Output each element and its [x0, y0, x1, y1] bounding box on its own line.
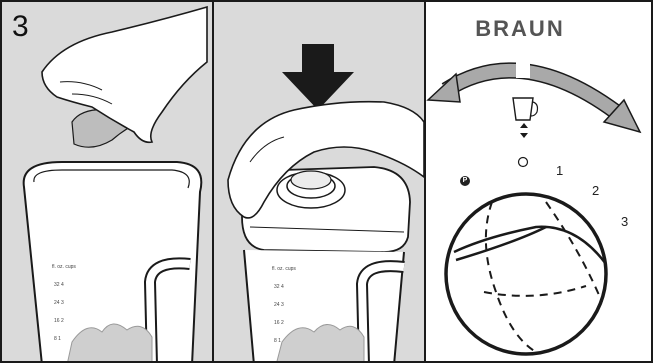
jar-open-illustration	[22, 5, 208, 361]
cup-icon	[512, 97, 534, 121]
up-triangle-icon	[520, 123, 528, 128]
pulse-badge: P	[460, 176, 470, 186]
panel-insert-lid: 3 fl. oz. cups 32 4 24 3 16 2 8 1	[2, 2, 212, 361]
jar-marking-row: 16 2	[274, 320, 284, 326]
panel-divider	[212, 2, 214, 361]
off-indicator-icon	[517, 156, 529, 168]
arrow-right-icon	[602, 98, 642, 134]
down-arrow-icon	[282, 44, 354, 110]
jar-marking-row: 24 3	[274, 302, 284, 308]
panel-press-lid: fl. oz. cups 32 4 24 3 16 2 8 1	[214, 2, 424, 361]
jar-marking-row: 16 2	[54, 318, 64, 324]
arrow-left-icon	[426, 72, 461, 103]
speed-dial-illustration	[426, 52, 642, 356]
jar-marking-row: 24 3	[54, 300, 64, 306]
speed-level-1: 1	[556, 163, 564, 178]
speed-level-3: 3	[621, 214, 629, 229]
jar-marking-row: 8 1	[274, 338, 281, 344]
speed-level-2: 2	[592, 183, 600, 198]
jar-marking-row: 32 4	[54, 282, 64, 288]
jar-closed-illustration	[227, 44, 424, 361]
jar-marking-row: 32 4	[274, 284, 284, 290]
jar-markings-header: fl. oz. cups	[272, 266, 296, 272]
down-triangle-icon	[520, 133, 528, 138]
jar-markings-header: fl. oz. cups	[52, 264, 76, 270]
panel-divider	[424, 2, 426, 361]
brand-logo: BRAUN	[475, 16, 565, 41]
panel-turn-lid	[426, 2, 651, 361]
step-number: 3	[12, 10, 29, 43]
jar-marking-row: 8 1	[54, 336, 61, 342]
